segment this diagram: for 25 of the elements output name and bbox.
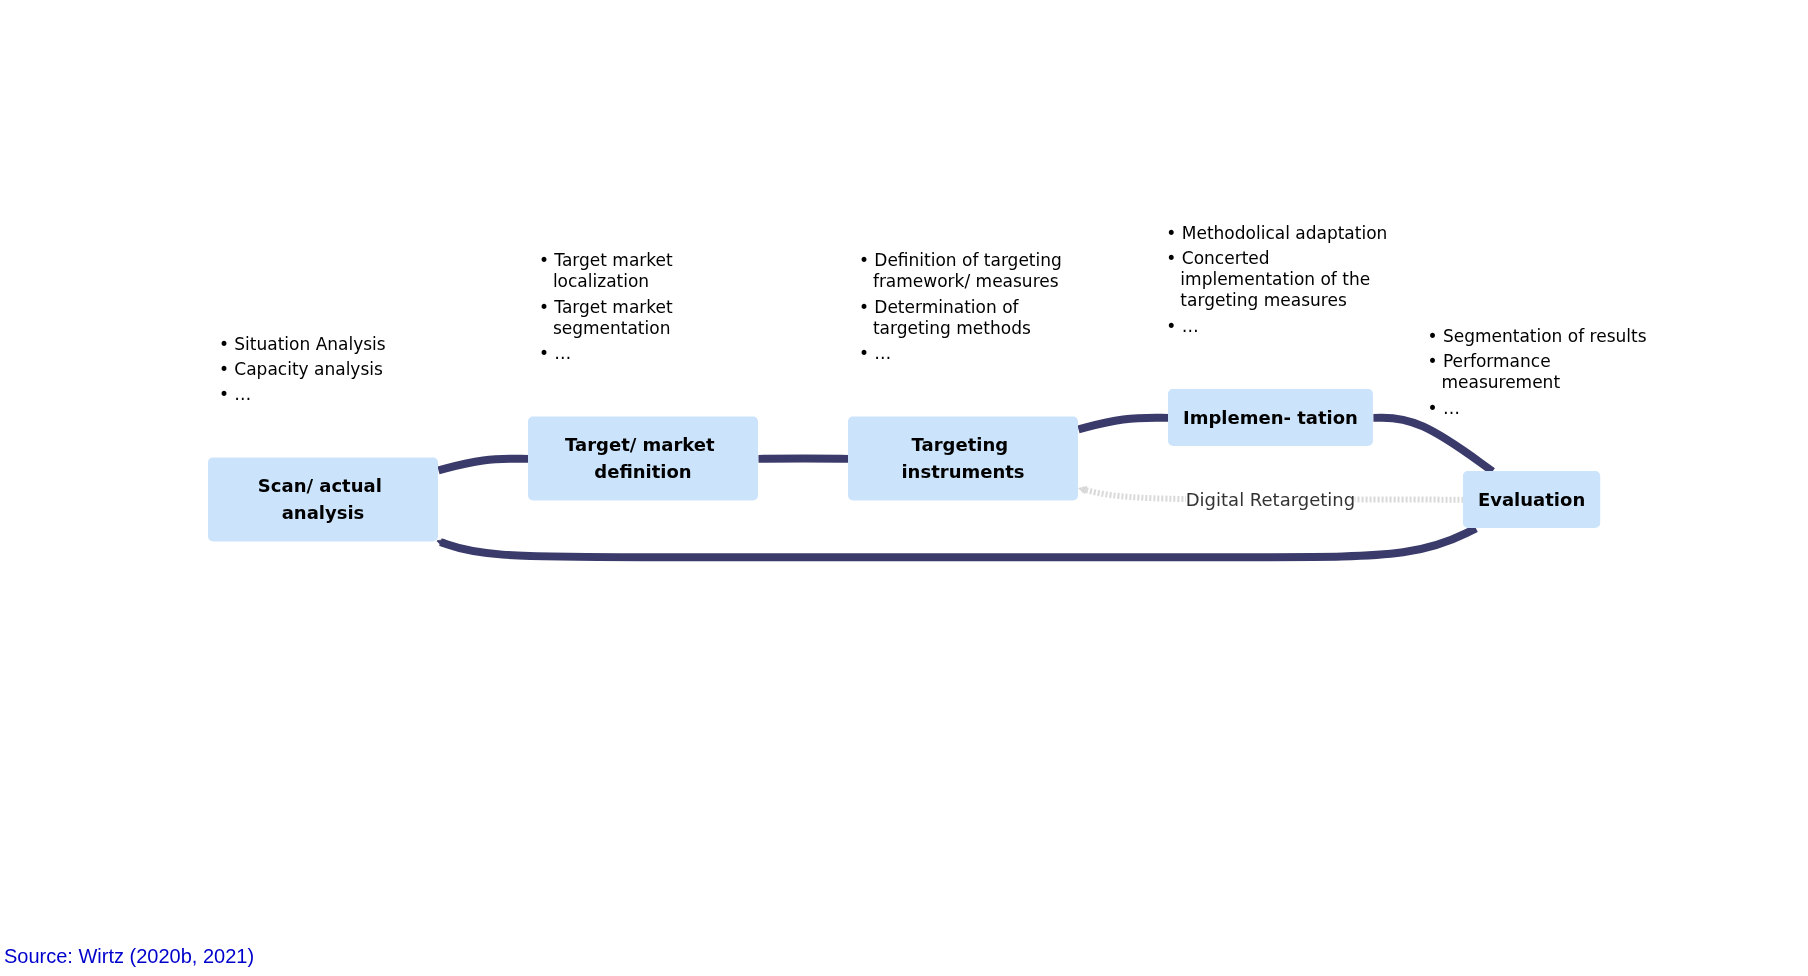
bullet-item: • Situation Analysis <box>218 333 387 355</box>
bullet-item: • … <box>1166 315 1200 337</box>
node-box: Scan/ actual analysis <box>207 457 438 542</box>
bullet-item: • Target market localization <box>538 250 674 293</box>
bullet-item: • Capacity analysis <box>218 358 384 381</box>
connector <box>1077 413 1169 434</box>
bullet-item: • … <box>858 343 893 365</box>
node-box: Target/ market definition <box>527 416 758 501</box>
bullet-item: • Determination of targeting methods <box>858 296 1032 340</box>
connector <box>758 454 849 463</box>
bullet-item: • Concerted implementation of the targeting measures <box>1166 247 1372 312</box>
bullet-item: • Segmentation of results <box>1427 325 1648 348</box>
node-box: Targeting instruments <box>847 416 1078 501</box>
bullet-item: • … <box>538 343 573 365</box>
bullet-item: • Methodolical adaptation <box>1166 222 1389 244</box>
connector <box>437 454 529 475</box>
bullet-item: • Target market segmentation <box>538 296 674 340</box>
node-box: Implemen- tation <box>1167 388 1373 446</box>
source-caption: Source: Wirtz (2020b, 2021) <box>4 945 255 968</box>
bullet-item: • Definition of targeting framework/ measures <box>858 250 1063 293</box>
node-box: Evaluation <box>1462 470 1601 528</box>
bullet-item: • … <box>218 384 253 406</box>
bullet-item: • Performance measurement <box>1427 351 1562 394</box>
edge-label: Digital Retargeting <box>1185 488 1356 510</box>
bullet-item: • … <box>1427 397 1461 419</box>
